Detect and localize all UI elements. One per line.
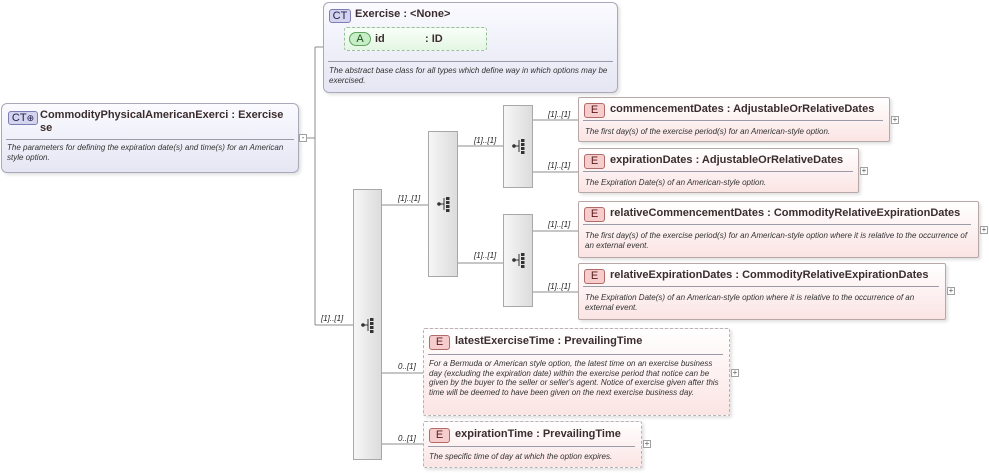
cardinality-label: [1]..[1] [548, 220, 571, 229]
complex-type-badge: CT⊕ [8, 111, 38, 125]
expand-plus-icon[interactable]: + [731, 368, 739, 377]
separator [583, 120, 883, 121]
attribute-name: id [375, 33, 385, 45]
element-commencementDates[interactable]: E commencementDates : AdjustableOrRelati… [578, 97, 890, 142]
attribute-badge: A [349, 32, 371, 46]
element-name: commencementDates : AdjustableOrRelative… [610, 103, 875, 115]
sequence-compositor-icon [437, 197, 450, 212]
base-documentation: The abstract base class for all types wh… [329, 66, 608, 85]
element-documentation: The first day(s) of the exercise period(… [585, 231, 968, 250]
element-latestExerciseTime[interactable]: E latestExerciseTime : PrevailingTime Fo… [423, 328, 730, 416]
sequence-compositor-icon [512, 253, 525, 268]
root-complex-type[interactable]: CT⊕ CommodityPhysicalAmericanExerci : Ex… [1, 103, 299, 173]
separator [583, 171, 853, 172]
element-documentation: The specific time of day at which the op… [429, 452, 613, 461]
element-documentation: The first day(s) of the exercise period(… [585, 127, 831, 136]
separator [583, 286, 939, 287]
expand-plus-icon[interactable]: + [980, 225, 988, 234]
element-badge: E [584, 154, 605, 169]
element-relativeExpirationDates[interactable]: E relativeExpirationDates : CommodityRel… [578, 263, 946, 320]
base-complex-type[interactable]: CT Exercise : <None> A id : ID The abstr… [323, 2, 618, 93]
cardinality-label: [1]..[1] [548, 161, 571, 170]
root-documentation: The parameters for defining the expirati… [7, 143, 284, 162]
element-documentation: The Expiration Date(s) of an American-st… [585, 178, 767, 187]
expand-plus-icon[interactable]: + [947, 286, 955, 295]
sequence-compositor-icon [361, 318, 374, 333]
expand-plus-icon[interactable]: + [643, 439, 651, 448]
element-name: latestExerciseTime : PrevailingTime [455, 335, 643, 347]
separator [428, 446, 635, 447]
cardinality-label: 0..[1] [398, 362, 416, 371]
cardinality-label: [1]..[1] [548, 282, 571, 291]
cardinality-label: [1]..[1] [398, 194, 421, 203]
separator [428, 354, 723, 355]
sequence-compositor-icon [512, 139, 525, 154]
element-documentation: For a Bermuda or American style option, … [429, 359, 719, 398]
expand-plus-icon[interactable]: + [860, 166, 868, 175]
element-badge: E [584, 269, 605, 284]
separator [6, 139, 294, 140]
element-badge: E [584, 207, 605, 222]
element-badge: E [429, 335, 450, 350]
attribute-type: : ID [425, 33, 443, 45]
complex-type-badge: CT [329, 9, 351, 23]
element-documentation: The Expiration Date(s) of an American-st… [585, 293, 915, 312]
element-badge: E [584, 103, 605, 118]
expand-plus-icon[interactable]: + [891, 115, 899, 124]
cardinality-label: [1]..[1] [474, 136, 497, 145]
cardinality-label: 0..[1] [398, 434, 416, 443]
element-name: relativeCommencementDates : CommodityRel… [610, 207, 961, 219]
cardinality-label: [1]..[1] [548, 110, 571, 119]
element-badge: E [429, 428, 450, 443]
element-name: expirationDates : AdjustableOrRelativeDa… [610, 154, 844, 166]
attribute-id[interactable]: A id : ID [344, 27, 487, 51]
root-type-name: CommodityPhysicalAmericanExerci : Exerci… [40, 109, 284, 121]
element-name: expirationTime : PrevailingTime [455, 428, 621, 440]
root-type-name-wrap: se [40, 122, 53, 134]
element-relativeCommencementDates[interactable]: E relativeCommencementDates : CommodityR… [578, 201, 979, 258]
element-expirationTime[interactable]: E expirationTime : PrevailingTime The sp… [423, 421, 642, 468]
element-expirationDates[interactable]: E expirationDates : AdjustableOrRelative… [578, 148, 859, 193]
expand-plus-icon[interactable]: - [299, 134, 307, 142]
cardinality-label: [1]..[1] [321, 314, 344, 323]
element-name: relativeExpirationDates : CommodityRelat… [610, 269, 929, 281]
base-type-title: Exercise : <None> [355, 8, 451, 20]
separator [328, 61, 613, 62]
cardinality-label: [1]..[1] [474, 251, 497, 260]
separator [583, 224, 971, 225]
